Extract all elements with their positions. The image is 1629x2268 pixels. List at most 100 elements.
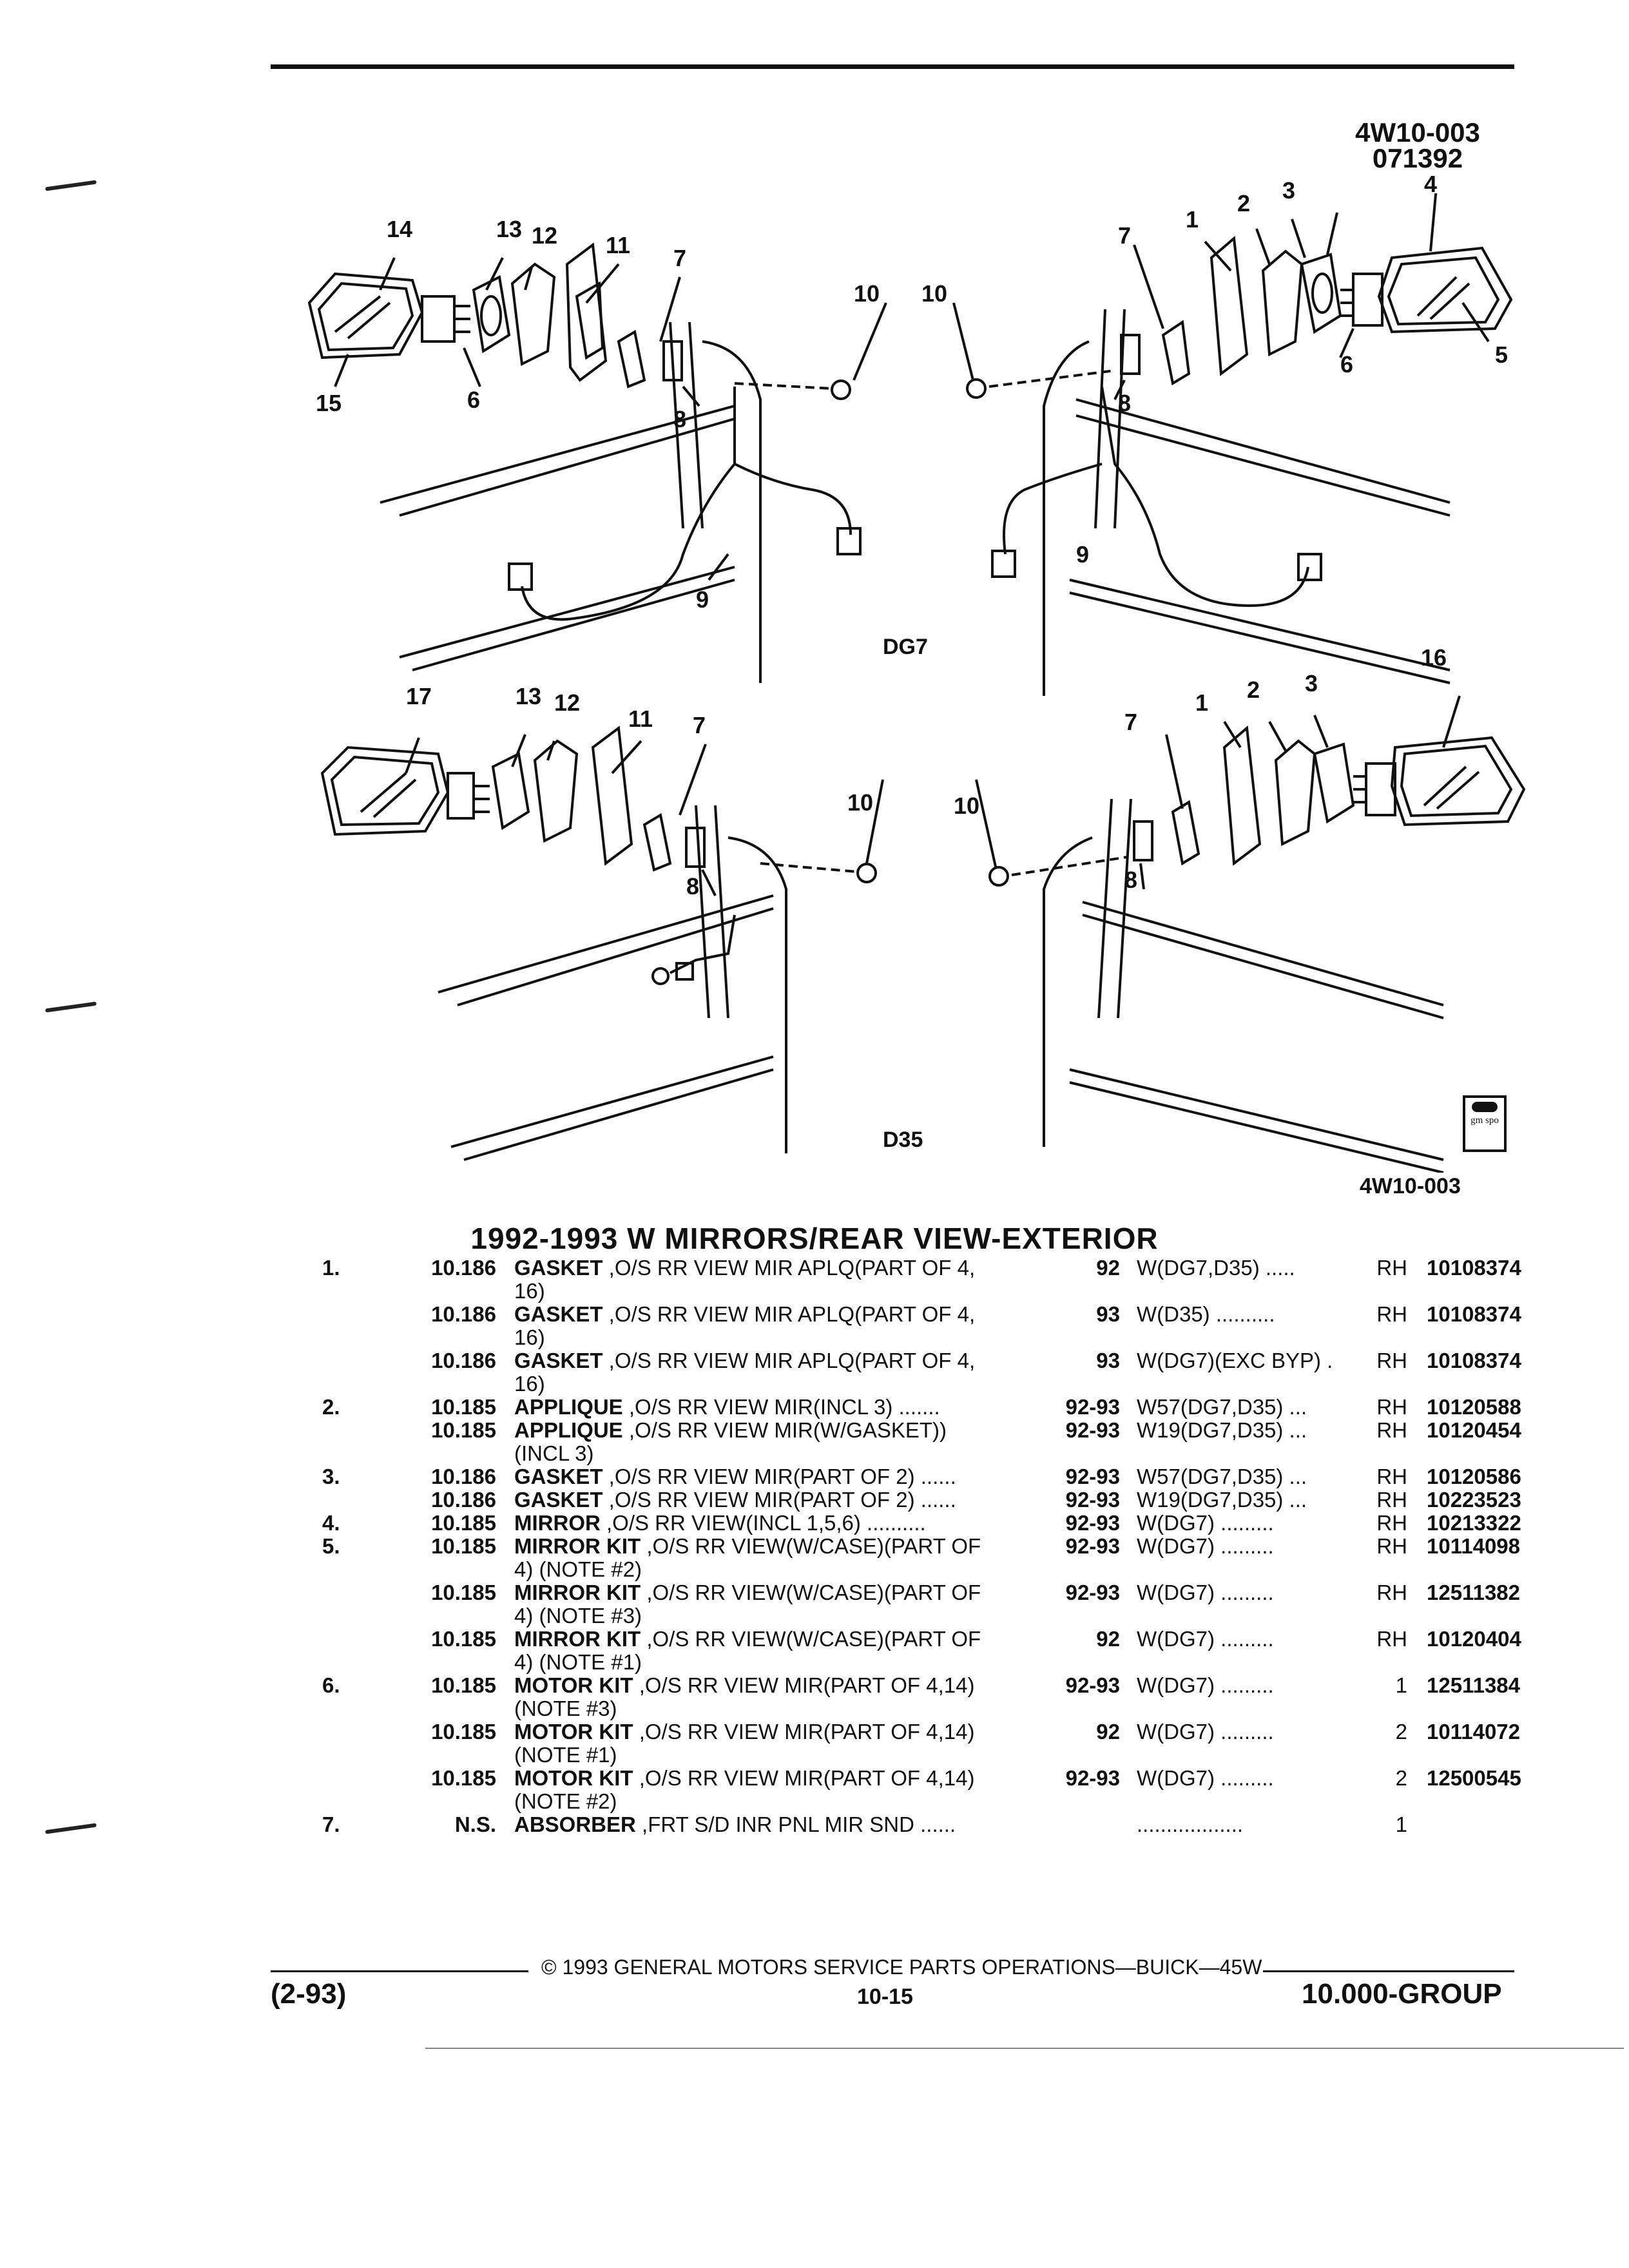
model-years: 92-93: [1065, 1418, 1120, 1442]
item-number: [322, 1349, 419, 1396]
application: W(DG7) .........: [1137, 1534, 1274, 1558]
table-row: 7.N.S.ABSORBER ,FRT S/D INR PNL MIR SND …: [322, 1813, 1562, 1836]
table-row: 10.185 MIRROR KIT ,O/S RR VIEW(W/CASE)(PA…: [322, 1581, 1562, 1628]
part-name: MIRROR KIT: [514, 1534, 641, 1558]
part-desc-text: ,O/S RR VIEW(INCL 1,5,6) ..........: [600, 1511, 926, 1535]
binder-mark: [44, 180, 97, 191]
illustration-date: 071392: [1372, 143, 1463, 173]
part-number: [1427, 1813, 1562, 1836]
item-number: 3.: [322, 1465, 340, 1488]
application: W(D35) ..........: [1137, 1302, 1275, 1326]
logo-text: gm spo: [1470, 1115, 1499, 1126]
application: W57(DG7,D35) ...: [1137, 1395, 1307, 1419]
part-description: GASKET ,O/S RR VIEW MIR APLQ(PART OF 4,1…: [514, 1349, 1049, 1396]
side-qty: RH: [1376, 1349, 1407, 1372]
part-number: 10120586: [1427, 1465, 1521, 1488]
application: W(DG7) .........: [1137, 1673, 1274, 1697]
callout-6: 6: [1340, 351, 1354, 378]
model-years: 92-93: [1065, 1488, 1120, 1512]
callout-5: 5: [1495, 341, 1509, 368]
date-code: (2-93): [271, 1978, 347, 2010]
variant-label-dg7: DG7: [883, 635, 928, 659]
model-years: 93: [1096, 1349, 1120, 1372]
part-name: GASKET: [514, 1488, 603, 1512]
part-desc-continuation: 4) (NOTE #1): [514, 1650, 642, 1674]
part-desc-text: ,O/S RR VIEW(W/CASE)(PART OF: [641, 1581, 981, 1604]
callout-3: 3: [1282, 177, 1296, 204]
application: W(DG7) .........: [1137, 1720, 1274, 1744]
group-number: 10.185: [431, 1627, 496, 1651]
part-desc-text: ,O/S RR VIEW MIR(PART OF 4,14): [633, 1766, 975, 1790]
variant-label-d35: D35: [883, 1128, 923, 1152]
part-number: 10108374: [1427, 1256, 1521, 1280]
part-desc-text: ,O/S RR VIEW MIR(PART OF 4,14): [633, 1673, 975, 1697]
application: W19(DG7,D35) ...: [1137, 1418, 1307, 1442]
application: W(DG7)(EXC BYP) .: [1137, 1349, 1333, 1372]
part-number: 12500545: [1427, 1766, 1521, 1790]
callout-11: 11: [628, 706, 653, 732]
part-name: MIRROR KIT: [514, 1581, 641, 1604]
callout-4: 4: [1424, 171, 1438, 197]
copyright-line: © 1993 GENERAL MOTORS SERVICE PARTS OPER…: [541, 1956, 1262, 1979]
callout-14: 14: [387, 216, 413, 242]
part-desc-text: ,O/S RR VIEW MIR(PART OF 2) ......: [602, 1465, 956, 1488]
top-left-assembly: [307, 242, 887, 683]
part-desc-continuation: 16): [514, 1325, 545, 1349]
side-qty: RH: [1376, 1488, 1407, 1512]
item-number: [322, 1767, 419, 1813]
part-desc-continuation: 16): [514, 1279, 545, 1303]
mirror-exploded-diagram: [307, 193, 1526, 1173]
section-title: 1992-1993 W MIRRORS/REAR VIEW-EXTERIOR: [470, 1222, 1159, 1255]
part-desc-text: ,O/S RR VIEW MIR APLQ(PART OF 4,: [602, 1302, 976, 1326]
side-qty: RH: [1376, 1627, 1407, 1651]
part-desc-text: ,O/S RR VIEW MIR(INCL 3) .......: [622, 1395, 940, 1419]
callout-10: 10: [847, 789, 874, 816]
group-number: 10.186: [431, 1302, 496, 1326]
application: W(DG7,D35) .....: [1137, 1256, 1295, 1280]
application: ..................: [1137, 1812, 1244, 1836]
callout-7: 7: [1118, 222, 1132, 249]
binder-mark: [44, 1001, 97, 1013]
model-years: 92-93: [1065, 1534, 1120, 1558]
part-description: GASKET ,O/S RR VIEW MIR(PART OF 2) .....…: [514, 1465, 1049, 1488]
part-description: MOTOR KIT ,O/S RR VIEW MIR(PART OF 4,14)…: [514, 1767, 1049, 1813]
bottom-left-assembly: [320, 726, 884, 1161]
part-name: ABSORBER: [514, 1812, 636, 1836]
callout-8: 8: [673, 406, 687, 432]
side-qty: RH: [1376, 1465, 1407, 1488]
side-qty: RH: [1376, 1581, 1407, 1604]
item-number: [322, 1419, 419, 1465]
group-number: 10.186: [431, 1488, 496, 1512]
part-description: MOTOR KIT ,O/S RR VIEW MIR(PART OF 4,14)…: [514, 1674, 1049, 1720]
group-number: 10.185: [431, 1720, 496, 1744]
part-desc-continuation: (NOTE #1): [514, 1743, 617, 1767]
part-name: GASKET: [514, 1465, 603, 1488]
callout-9: 9: [1076, 541, 1090, 568]
model-years: 92: [1096, 1627, 1120, 1651]
group-number: 10.185: [431, 1581, 496, 1604]
part-number: 10120404: [1427, 1627, 1521, 1651]
part-description: MIRROR ,O/S RR VIEW(INCL 1,5,6) ........…: [514, 1512, 1049, 1535]
part-desc-continuation: 4) (NOTE #3): [514, 1604, 642, 1628]
part-name: MIRROR KIT: [514, 1627, 641, 1651]
application: W(DG7) .........: [1137, 1627, 1274, 1651]
part-description: GASKET ,O/S RR VIEW MIR APLQ(PART OF 4,1…: [514, 1256, 1049, 1303]
part-number: 10108374: [1427, 1349, 1521, 1372]
part-desc-text: ,O/S RR VIEW(W/CASE)(PART OF: [641, 1534, 981, 1558]
model-years: 92-93: [1065, 1581, 1120, 1604]
logo-bar-icon: [1472, 1102, 1498, 1112]
part-desc-text: ,FRT S/D INR PNL MIR SND ......: [635, 1812, 956, 1836]
part-desc-text: ,O/S RR VIEW MIR(PART OF 4,14): [633, 1720, 975, 1744]
part-number: 10114098: [1427, 1534, 1521, 1558]
model-years: 92: [1096, 1256, 1120, 1280]
